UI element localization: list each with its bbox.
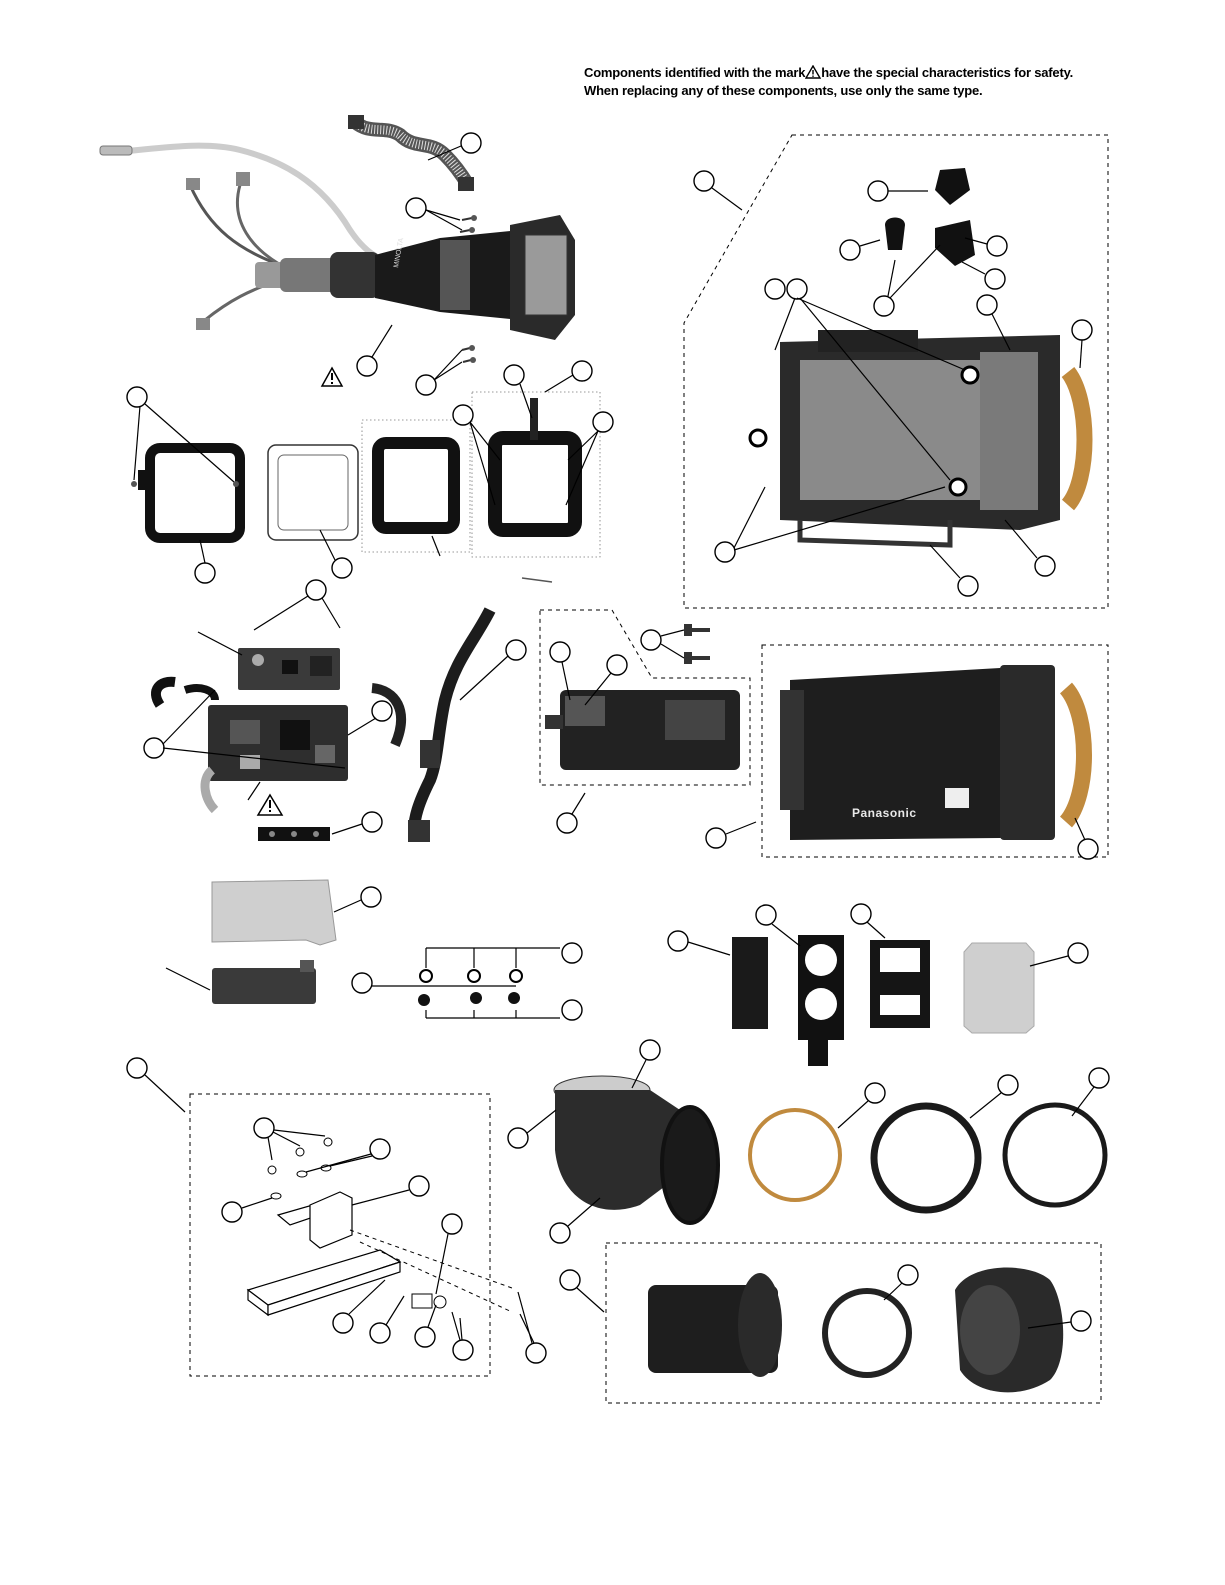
flex-cable bbox=[348, 115, 474, 191]
eye-cup bbox=[955, 1268, 1063, 1393]
cable-connector bbox=[420, 740, 440, 768]
shield-plate bbox=[212, 880, 336, 945]
warning-triangle-icon bbox=[258, 795, 282, 815]
lens-cover-plate bbox=[798, 935, 844, 1066]
flex-strip-left bbox=[156, 682, 175, 705]
copper-ring bbox=[750, 1110, 840, 1200]
battery-mount bbox=[545, 690, 740, 770]
sub-board bbox=[238, 648, 340, 690]
brand-marking: Panasonic bbox=[852, 806, 917, 820]
mount-bracket bbox=[248, 1138, 446, 1315]
plate-c bbox=[935, 220, 975, 266]
lens-block-assembly: MINOLTA bbox=[100, 146, 575, 340]
plate-a bbox=[935, 168, 970, 205]
small-board bbox=[212, 968, 316, 1004]
shield-sheet bbox=[964, 943, 1034, 1033]
clear-spacer bbox=[268, 445, 358, 540]
mounting-frame bbox=[131, 448, 240, 538]
casing-body bbox=[750, 330, 1060, 545]
lock-ring bbox=[1005, 1105, 1105, 1205]
main-board bbox=[208, 705, 348, 781]
warning-triangle-icon bbox=[322, 368, 342, 386]
rod bbox=[522, 578, 552, 582]
plate-b bbox=[885, 218, 905, 251]
copper-band-2 bbox=[1066, 688, 1084, 822]
bayonet-ring bbox=[874, 1106, 978, 1210]
ccd-gasket bbox=[495, 398, 575, 530]
screw-pair bbox=[684, 624, 710, 664]
eyepiece-tube bbox=[648, 1273, 782, 1377]
filter-gasket bbox=[378, 443, 454, 528]
front-cover: Panasonic bbox=[780, 665, 1055, 840]
viewfinder-elbow bbox=[554, 1076, 718, 1223]
cable-harness bbox=[414, 610, 490, 835]
foam-pad bbox=[732, 937, 768, 1029]
eyepiece-ring bbox=[825, 1291, 909, 1375]
screw-legend bbox=[372, 948, 560, 1018]
copper-band bbox=[1068, 372, 1085, 505]
bracket-plate bbox=[870, 940, 930, 1028]
